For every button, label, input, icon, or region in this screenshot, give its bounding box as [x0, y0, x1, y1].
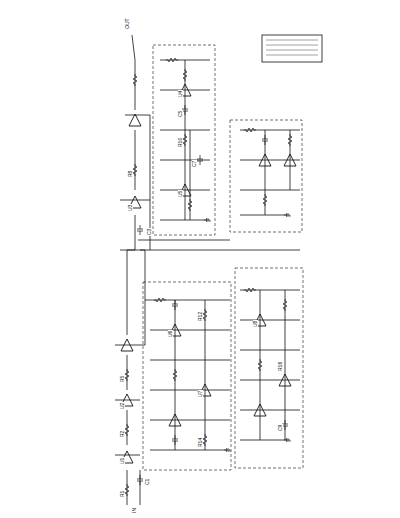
components [121, 58, 296, 496]
component-label: R14 [198, 437, 203, 448]
component-label: U8 [253, 320, 258, 328]
component-label: R2 [120, 430, 125, 438]
title-block [262, 35, 322, 62]
component-label: R12 [198, 311, 203, 322]
component-label: R8 [128, 170, 133, 178]
component-label: R1 [120, 490, 125, 498]
module-boundary [143, 45, 303, 470]
component-label: OUT [125, 17, 130, 30]
component-label: U1 [120, 457, 125, 465]
component-label: R16 [278, 361, 283, 372]
component-label: R10 [178, 137, 183, 148]
component-label: U2 [120, 402, 125, 410]
component-label: U7 [198, 390, 203, 398]
component-label: R5 [120, 375, 125, 383]
component-label: C9 [278, 424, 283, 432]
component-label: C3 [147, 228, 152, 236]
component-label: U4 [178, 90, 183, 98]
component-label: C5 [178, 110, 183, 118]
component-label: C1 [145, 478, 150, 486]
wires [115, 35, 300, 505]
component-label: U6 [168, 330, 173, 338]
title-block-lines [266, 40, 318, 55]
component-label: U5 [178, 190, 183, 198]
component-label: C7 [192, 160, 197, 168]
component-label: U3 [128, 204, 133, 212]
component-label: IN [132, 507, 137, 514]
